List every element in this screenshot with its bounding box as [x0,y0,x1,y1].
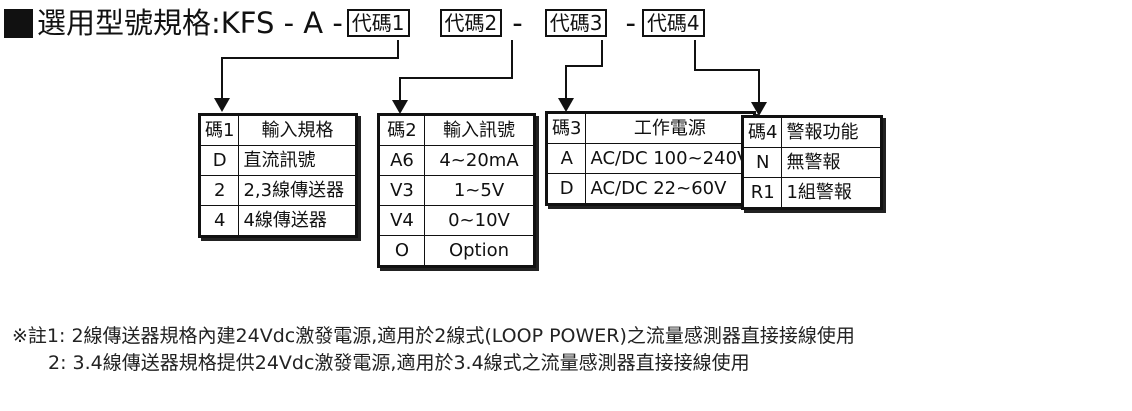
table-header-row: 碼1 輸入規格 [199,115,357,146]
connector-code4 [694,40,760,104]
row-value: 4線傳送器 [238,205,357,236]
table-code2: 碼2 輸入訊號 A6 4~20mA V3 1~5V V4 0~10V O Opt… [377,113,536,268]
table-row: 2 2,3線傳送器 [199,175,357,206]
note-2: 2: 3.4線傳送器規格提供24Vdc激發電源,適用於3.4線式之流量感測器直接… [48,352,750,374]
table-row: O Option [379,235,534,266]
row-value: 直流訊號 [238,145,357,176]
table-row: V3 1~5V [379,175,534,206]
row-code: 4 [199,205,240,236]
connector-code2 [399,40,513,102]
table-code1: 碼1 輸入規格 D 直流訊號 2 2,3線傳送器 4 4線傳送器 [198,113,359,238]
table-row: N 無警報 [742,147,882,178]
table-row: D AC/DC 22~60V [546,173,755,204]
code-box-4: 代碼4 [641,9,705,37]
table-row: R1 1組警報 [742,177,882,208]
title-prefix: 選用型號規格:KFS - A - [37,6,343,40]
row-code: D [199,145,240,176]
header-label: 輸入訊號 [424,115,534,146]
header-code: 碼2 [379,115,425,146]
header-code: 碼1 [199,115,240,146]
table-code4: 碼4 警報功能 N 無警報 R1 1組警報 [741,115,884,210]
table-row: D 直流訊號 [199,145,357,176]
header-label: 工作電源 [585,113,755,144]
row-value: Option [424,235,534,266]
model-spec-title: 選用型號規格:KFS - A - 代碼1 代碼2 - 代碼3 - 代碼4 [4,4,709,42]
header-code: 碼4 [742,117,783,148]
row-value: 0~10V [424,205,534,236]
row-code: A6 [379,145,425,176]
arrow-down-icon [558,98,574,112]
table-row: 4 4線傳送器 [199,205,357,236]
row-code: O [379,235,425,266]
notes-section: ※註1: 2線傳送器規格內建24Vdc激發電源,適用於2線式(LOOP POWE… [12,323,855,377]
row-code: A [546,143,587,174]
row-code: 2 [199,175,240,206]
arrow-down-icon [392,100,408,114]
note-1: ※註1: 2線傳送器規格內建24Vdc激發電源,適用於2線式(LOOP POWE… [12,325,855,347]
table-row: A AC/DC 100~240V [546,143,755,174]
row-value: 4~20mA [424,145,534,176]
row-code: D [546,173,587,204]
table-row: V4 0~10V [379,205,534,236]
arrow-down-icon [214,98,230,112]
row-value: 2,3線傳送器 [238,175,357,206]
table-header-row: 碼3 工作電源 [546,113,755,144]
connector-code3 [565,40,603,100]
header-label: 警報功能 [781,117,882,148]
arrow-down-icon [751,102,767,116]
header-label: 輸入規格 [238,115,357,146]
title-dash-1: - [512,6,523,40]
table-code3: 碼3 工作電源 A AC/DC 100~240V D AC/DC 22~60V [545,111,757,206]
table-header-row: 碼2 輸入訊號 [379,115,534,146]
row-code: R1 [742,177,783,208]
square-bullet-icon [4,8,33,38]
row-value: AC/DC 22~60V [585,173,755,204]
row-value: 無警報 [781,147,882,178]
table-header-row: 碼4 警報功能 [742,117,882,148]
row-value: 1組警報 [781,177,882,208]
code-box-3: 代碼3 [544,9,608,37]
row-value: AC/DC 100~240V [585,143,755,174]
code-box-1: 代碼1 [346,9,410,37]
code-box-2: 代碼2 [439,9,503,37]
row-code: V3 [379,175,425,206]
row-value: 1~5V [424,175,534,206]
header-code: 碼3 [546,113,587,144]
row-code: V4 [379,205,425,236]
connector-code1 [221,40,399,100]
row-code: N [742,147,783,178]
table-row: A6 4~20mA [379,145,534,176]
title-dash-2: - [625,6,636,40]
